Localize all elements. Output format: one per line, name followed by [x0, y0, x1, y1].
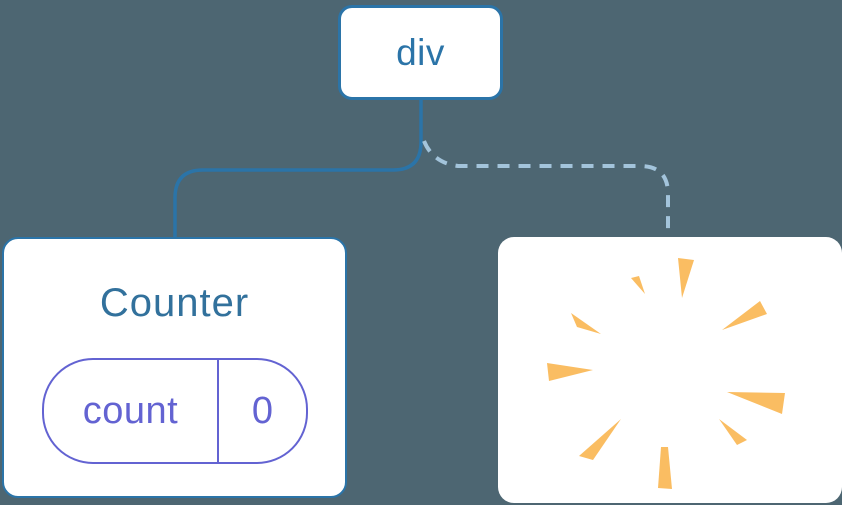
- node-div: div: [338, 5, 503, 100]
- edge-div-to-removed: [422, 140, 670, 237]
- counter-title: Counter: [99, 281, 250, 325]
- state-pill: count 0: [42, 358, 308, 464]
- node-counter: Counter count 0: [2, 237, 347, 498]
- edge-div-to-counter: [173, 100, 423, 237]
- node-removed: [498, 237, 842, 503]
- poof-icon: [547, 258, 785, 489]
- state-key-label: count: [82, 389, 179, 432]
- div-label: div: [396, 32, 445, 73]
- state-value: 0: [251, 389, 274, 432]
- pill-divider: [217, 360, 219, 462]
